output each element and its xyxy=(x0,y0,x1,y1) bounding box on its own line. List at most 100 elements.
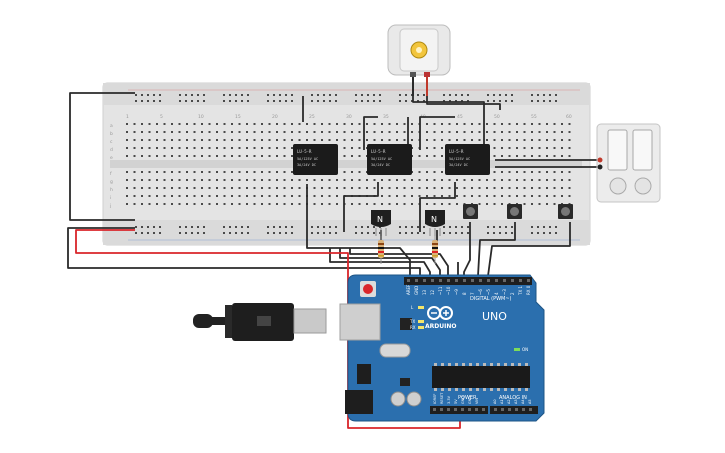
hole xyxy=(191,94,193,96)
hole xyxy=(351,123,353,125)
hole xyxy=(501,195,503,197)
wire-left-rail-loop[interactable] xyxy=(69,92,135,221)
wire-relay2-to-transistor[interactable] xyxy=(343,182,379,232)
hole xyxy=(373,179,376,181)
wire-relay3-to-transistor[interactable] xyxy=(419,182,456,232)
hole xyxy=(163,187,166,189)
hole xyxy=(449,226,451,228)
hole xyxy=(235,232,237,234)
hole xyxy=(478,203,481,205)
hole xyxy=(411,131,413,133)
wire-motor-pos[interactable] xyxy=(426,96,501,110)
wire-relay3-top-a[interactable] xyxy=(419,116,455,150)
hole xyxy=(197,232,199,234)
usb-cable[interactable] xyxy=(193,303,327,341)
hole xyxy=(317,94,319,96)
hole xyxy=(399,232,401,234)
center-channel xyxy=(110,160,582,168)
push-button-1[interactable] xyxy=(463,204,478,219)
hole xyxy=(141,187,143,189)
hole xyxy=(159,226,161,228)
hole xyxy=(261,171,263,173)
hole xyxy=(479,279,482,282)
push-button-3[interactable] xyxy=(558,204,573,219)
wire-button2[interactable] xyxy=(477,222,516,277)
hole xyxy=(273,226,275,228)
hole xyxy=(328,187,331,189)
wire-5v-power[interactable] xyxy=(75,229,461,429)
hole xyxy=(298,195,301,197)
wire-to-pin13[interactable] xyxy=(306,232,411,276)
wire-motor-to-relay3[interactable] xyxy=(412,96,485,122)
hole xyxy=(405,226,407,228)
hole xyxy=(449,94,451,96)
hole xyxy=(279,94,281,96)
pin-label: RX 0 xyxy=(526,285,531,295)
relay-2[interactable]: LU-5-R 5A/125V AC 3A/24V DC xyxy=(367,144,412,175)
hole xyxy=(208,131,211,133)
hole xyxy=(361,100,363,102)
hole xyxy=(455,388,458,391)
wire-button1[interactable] xyxy=(463,222,471,276)
wire-to-pin11[interactable] xyxy=(339,248,441,276)
hole xyxy=(313,203,316,205)
relay-3[interactable]: LU-5-R 5A/125V AC 3A/24V DC xyxy=(445,144,490,175)
hole xyxy=(223,195,226,197)
wire-button3[interactable] xyxy=(487,222,571,277)
hole xyxy=(433,147,436,149)
hole xyxy=(238,203,241,205)
hole xyxy=(467,226,469,228)
hole xyxy=(351,187,353,189)
led-label-rx: RX xyxy=(410,325,416,330)
hole xyxy=(141,155,143,157)
resistor-2[interactable] xyxy=(432,236,438,264)
hole xyxy=(126,179,128,181)
battery-pack[interactable] xyxy=(596,123,661,203)
dc-motor[interactable] xyxy=(387,24,451,96)
battery-terminal-negative[interactable] xyxy=(597,164,603,170)
black-wires xyxy=(67,92,597,277)
hole xyxy=(343,171,346,173)
wire-gnd-to-arduino[interactable] xyxy=(67,227,421,276)
hole xyxy=(531,195,533,197)
npn-transistor-2[interactable]: N xyxy=(425,210,445,236)
hole xyxy=(291,203,293,205)
hole xyxy=(358,203,361,205)
hole xyxy=(223,187,226,189)
hole xyxy=(231,123,233,125)
hole xyxy=(358,131,361,133)
pin-label: 13 xyxy=(422,289,427,295)
hole xyxy=(379,232,381,234)
wire-relay2-top-a[interactable] xyxy=(363,116,378,150)
hole xyxy=(186,155,188,157)
hole xyxy=(411,187,413,189)
hole xyxy=(549,94,551,96)
relay-rating-dc: 3A/24V DC xyxy=(297,163,316,167)
hole xyxy=(537,232,539,234)
hole xyxy=(223,131,226,133)
battery-terminal-positive[interactable] xyxy=(597,157,603,163)
hole xyxy=(433,179,436,181)
hole xyxy=(329,232,331,234)
hole xyxy=(515,408,518,411)
hole xyxy=(531,139,533,141)
npn-transistor-1[interactable]: N xyxy=(371,210,391,236)
hole xyxy=(456,195,458,197)
breadboard[interactable]: 1 5 10 15 20 25 30 35 40 45 50 55 60 a b… xyxy=(102,82,591,246)
arduino-uno-board[interactable]: AREF GND 13 12 ~11 ~10 ~9 8 7 ~6 ~5 4 ~3… xyxy=(339,274,545,422)
hole xyxy=(568,139,571,141)
hole xyxy=(148,123,151,125)
resistor-1[interactable] xyxy=(378,236,384,264)
push-button-2[interactable] xyxy=(507,204,522,219)
reset-button-cap[interactable] xyxy=(363,284,373,294)
pin-label: 4 xyxy=(494,292,499,295)
hole xyxy=(497,363,500,366)
wire-to-pin10[interactable] xyxy=(349,248,449,276)
hole xyxy=(411,203,413,205)
hole xyxy=(538,139,541,141)
wire-to-pin12[interactable] xyxy=(329,248,431,276)
hole xyxy=(525,363,528,366)
hole xyxy=(306,131,308,133)
relay-1[interactable]: LU-5-R 5A/125V AC 3A/24V DC xyxy=(293,144,338,175)
hole xyxy=(253,195,256,197)
